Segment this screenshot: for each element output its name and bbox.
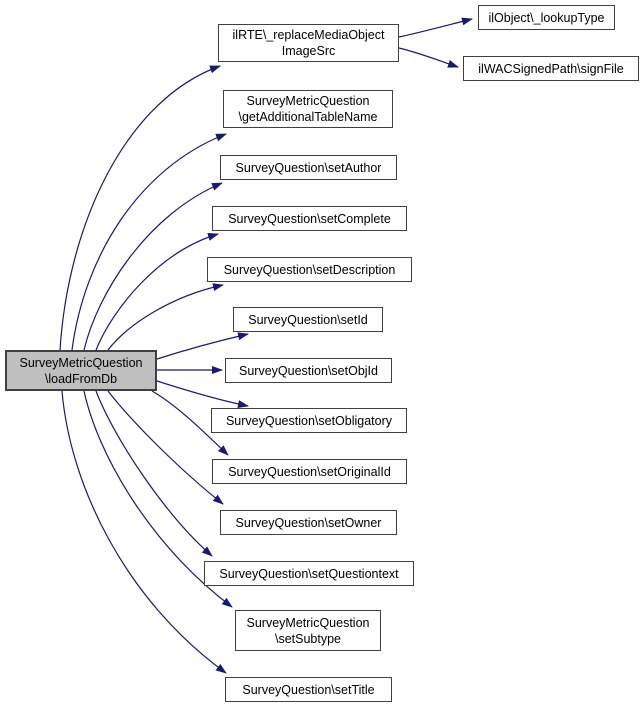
graph-node-setOwner[interactable]: SurveyQuestion\setOwner [220,510,397,535]
edge-loadFromDb-to-setOwner [107,390,224,505]
node-label-line: SurveyQuestion\setId [248,312,368,327]
edge-loadFromDb-to-setSubtype [83,390,233,608]
graph-node-setOriginalId[interactable]: SurveyQuestion\setOriginalId [212,459,407,484]
edge-loadFromDb-to-setId [156,332,249,360]
node-label-line: SurveyQuestion\setObjId [239,363,378,378]
edge-loadFromDb-to-setQuestiontext [95,390,213,557]
node-label-line: SurveyMetricQuestion [246,94,370,108]
edge-replaceMediaObjectImageSrc-to-signFile [398,47,459,68]
edge-replaceMediaObjectImageSrc-to-lookupType [398,17,473,38]
node-label-line: SurveyQuestion\setAuthor [235,160,382,175]
graph-node-getAdditionalTableName[interactable]: SurveyMetricQuestion \getAdditionalTableN… [223,90,393,128]
node-label-line: SurveyQuestion\setDescription [223,262,396,277]
edge-loadFromDb-to-setDescription [107,283,224,351]
node-label-line: SurveyMetricQuestion [19,355,143,370]
node-label-line: SurveyQuestion\setTitle [242,682,375,697]
graph-node-setSubtype[interactable]: SurveyMetricQuestion\setSubtype [235,610,381,651]
node-label-line: SurveyQuestion\setOwner [235,515,382,530]
node-label-line: SurveyQuestion\setOriginalId [228,464,391,479]
graph-node-setDescription[interactable]: SurveyQuestion\setDescription [207,257,412,282]
edge-loadFromDb-to-setObligatory [156,380,249,408]
edge-loadFromDb-to-setAuthor [83,182,223,351]
edge-loadFromDb-to-setComplete [95,233,219,351]
node-label-line: SurveyQuestion\setQuestiontext [219,566,399,581]
node-label-line: \setSubtype [274,631,341,646]
edge-loadFromDb-to-setTitle [61,390,227,674]
node-label-line: ImageSrc [281,44,336,58]
node-label-line: \getAdditionalTableName [238,110,378,124]
node-label-line: ilWACSignedPath\signFile [478,61,624,76]
node-label-line: ilRTE\_replaceMediaObject [232,28,385,42]
graph-node-setTitle[interactable]: SurveyQuestion\setTitle [225,677,392,702]
graph-node-setComplete[interactable]: SurveyQuestion\setComplete [212,206,407,231]
node-label-line: ilObject\_lookupType [488,10,605,25]
node-label-line: \loadFromDb [44,371,118,386]
graph-node-lookupType[interactable]: ilObject\_lookupType [478,5,615,30]
node-label-line: SurveyQuestion\setObligatory [225,413,393,428]
graph-node-signFile[interactable]: ilWACSignedPath\signFile [463,56,639,81]
edge-loadFromDb-to-replaceMediaObjectImageSrc [59,65,221,351]
graph-node-loadFromDb[interactable]: SurveyMetricQuestion\loadFromDb [5,350,157,391]
graph-node-setObligatory[interactable]: SurveyQuestion\setObligatory [211,408,407,433]
graph-node-setId[interactable]: SurveyQuestion\setId [233,307,383,332]
node-label-line: SurveyQuestion\setComplete [228,211,391,226]
graph-node-setQuestiontext[interactable]: SurveyQuestion\setQuestiontext [204,561,414,586]
edge-loadFromDb-to-setOriginalId [151,390,229,456]
graph-node-setObjId[interactable]: SurveyQuestion\setObjId [225,358,392,383]
graph-node-setAuthor[interactable]: SurveyQuestion\setAuthor [220,155,397,180]
node-label-line: SurveyMetricQuestion [246,615,370,630]
edge-loadFromDb-to-getAdditionalTableName [71,133,227,351]
